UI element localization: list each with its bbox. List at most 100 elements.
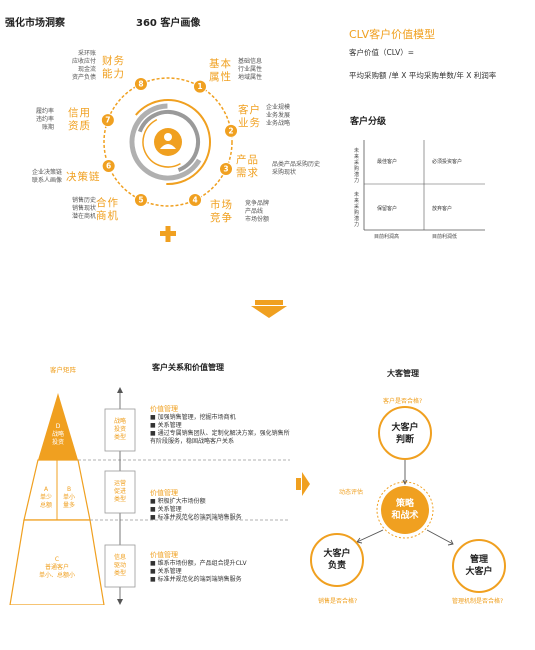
seg-cell-invest: 必须投资客户 [432,159,463,165]
user-icon [160,133,176,149]
center-label: 策略 和战术 [391,499,419,521]
owner-circle [310,533,364,587]
value-block-2-item-3: ■ 标准并规范化的端到端销售服务 [150,514,242,521]
segment-node-8 [133,76,148,91]
seg-cell-best: 最佳客户 [377,159,398,165]
plus-icon [160,226,176,242]
segment-label-2: 客户 业务 [238,104,261,129]
customer-pyramid [9,387,290,605]
portrait-wheel: 1 2 3 4 5 6 7 8 [100,76,239,242]
value-block-1: 价值管理 ■ 加强销售管理，挖掘市场商机 ■ 关系管理 ■ 通过专属销售团队、定… [150,404,290,446]
inner-ring-orange [125,99,211,185]
inner-ring-orange-2 [142,116,194,168]
value-block-3: 价值管理 ■ 维系市场份额，产品组合提升CLV ■ 关系管理 ■ 标准并规范化的… [150,550,290,584]
clv-formula-line1: 客户价值（CLV）= [349,48,415,57]
value-block-1-item-3: ■ 通过专属销售团队、定制化解决方案，强化销售所有阶段服务，稳固战略客户关系 [150,430,290,445]
customer-matrix-label: 客户矩阵 [50,366,76,374]
tier-c-label: C 普通客户 单小、总额小 [38,556,75,579]
note-sales-qualified: 销售是否合格? [318,598,358,605]
relationship-title: 客户关系和价值管理 [152,363,224,372]
segment-node-number-6: 6 [106,162,111,171]
outer-ring [103,77,233,207]
segmentation-grid [363,140,485,231]
user-icon-bg [154,128,182,156]
key-account-title: 大客管理 [387,369,419,378]
segment-label-7: 信用 资质 [68,107,91,132]
value-block-1-item-1: ■ 加强销售管理，挖掘市场商机 [150,414,236,421]
judge-label: 大客户 判断 [391,423,419,445]
value-block-2-item-1: ■ 积极扩大市场份额 [150,498,206,505]
value-block-2: 价值管理 ■ 积极扩大市场份额 ■ 关系管理 ■ 标准并规范化的端到端销售服务 [150,488,290,522]
note-dynamic-eval: 动态评估 [339,489,364,496]
center-circle-outer [376,481,434,539]
note-mechanism-qualified: 管理机制是否合格? [452,598,504,605]
segment-items-2: 企业规模业务发展业务战略 [266,104,291,127]
value-block-3-item-3: ■ 标准并规范化的端到端销售服务 [150,576,242,583]
segment-node-number-7: 7 [105,116,110,125]
value-block-3-item-2: ■ 关系管理 [150,568,182,575]
value-block-1-item-2: ■ 关系管理 [150,422,182,429]
seg-y-label-bottom: 未来采购潜力 [354,192,360,228]
segment-node-number-3: 3 [223,165,228,174]
segment-items-3: 品类产品采购历史采购现状 [272,161,321,176]
segment-items-6: 企业决策链联系人画像 [31,169,62,184]
down-arrow-icon [251,300,287,318]
segment-label-5: 合作 商机 [96,197,119,222]
value-block-3-item-1: ■ 维系市场份额，产品组合提升CLV [150,560,247,567]
segment-label-4: 市场 竞争 [210,199,233,224]
tier-a-label: A 单少 总额 [39,486,52,509]
inner-ring-grey-1 [129,103,207,181]
value-block-2-item-2: ■ 关系管理 [150,506,182,513]
seg-cell-retain: 保留客户 [377,206,398,212]
tier-b-label: B 单小 量多 [62,486,75,509]
seg-x-label-left: 目前利润高 [374,234,400,240]
segment-node-number-1: 1 [197,82,202,91]
pyramid-tier-c [9,519,105,605]
tag-strategic: 战略 投资 类型 [113,418,126,441]
right-arrow-icon [296,472,310,496]
segment-node-3 [219,162,234,177]
segment-node-2 [224,123,239,138]
segment-label-8: 财务 能力 [102,55,125,80]
segment-node-6 [101,158,116,173]
seg-x-label-right: 目前利润低 [432,234,458,240]
manage-circle [452,539,506,593]
market-insight-title: 强化市场洞察 [5,18,65,29]
segment-node-7 [100,113,115,128]
segment-items-4: 竞争品牌产品线市场份额 [245,200,270,223]
segment-node-number-2: 2 [228,126,233,135]
segment-items-7: 履约率违约率账期 [35,108,54,131]
clv-formula-line2: 平均采购额 /单 X 平均采购单数/年 X 利润率 [349,71,497,80]
tag-operational: 运营 促进 类型 [113,480,126,503]
value-block-2-heading: 价值管理 [150,489,178,497]
center-circle [381,486,429,534]
tag-information: 信息 驱动 类型 [113,554,126,577]
value-block-3-heading: 价值管理 [150,551,178,559]
segment-label-3: 产品 需求 [236,154,259,179]
segmentation-title: 客户分级 [350,117,387,127]
value-block-1-heading: 价值管理 [150,405,178,413]
segment-label-6: 决策链 [66,171,101,183]
segment-node-number-5: 5 [138,196,143,205]
tier-d-label: D 战略 投资 [51,423,64,446]
segment-label-1: 基本 属性 [209,58,232,83]
segment-node-5 [133,193,148,208]
segment-items-5: 销售历史销售现状潜在商机 [71,197,96,220]
key-account-diagram [310,406,506,593]
segment-node-number-4: 4 [192,196,197,205]
segment-items-1: 基础信息行业属性地域属性 [238,58,263,81]
seg-cell-abandon: 放弃客户 [432,206,453,212]
segment-node-1 [193,79,207,94]
note-customer-qualified: 客户是否合格? [383,398,423,405]
pyramid-tier-d [38,393,78,460]
judge-circle [378,406,432,460]
segment-items-8: 采环账应收应付现金流资产负债 [71,50,96,81]
inner-ring-grey-2 [135,110,200,174]
owner-label: 大客户 负责 [323,549,351,571]
seg-y-label-top: 未来采购潜力 [354,148,360,184]
segment-node-4 [188,193,203,208]
manage-label: 管理 大客户 [465,555,493,577]
portrait-title: 360 客户画像 [136,18,201,29]
clv-title: CLV客户价值模型 [349,28,436,41]
segment-node-number-8: 8 [138,80,143,89]
